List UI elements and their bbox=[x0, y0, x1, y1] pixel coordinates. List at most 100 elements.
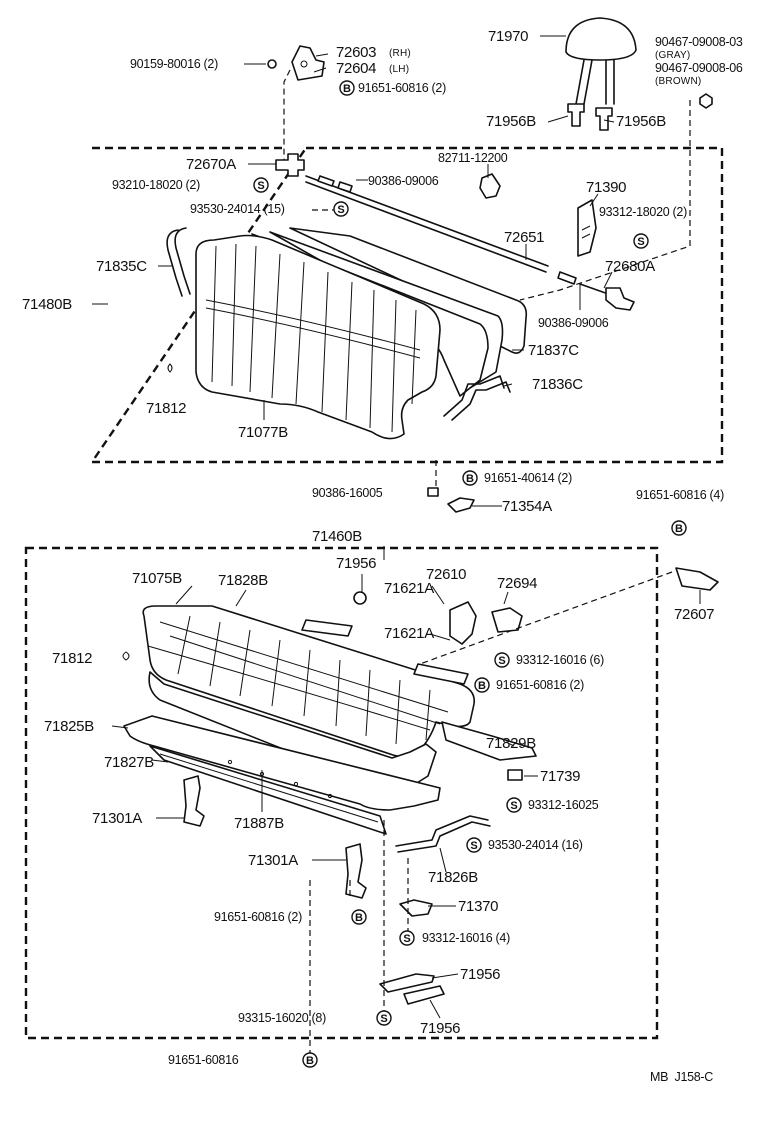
label-72603: 72603 bbox=[336, 44, 376, 61]
screw-symbol-93210: S bbox=[253, 177, 269, 193]
rail-71829B bbox=[441, 721, 537, 761]
label-71956B-right: 71956B bbox=[616, 113, 666, 130]
screw-symbol-93312-16025: S bbox=[506, 797, 522, 813]
label-71829B: 71829B bbox=[486, 735, 536, 752]
connector-lines bbox=[283, 69, 691, 1060]
label-71837C: 71837C bbox=[528, 342, 579, 359]
svg-text:S: S bbox=[337, 204, 344, 216]
label-90386-09006-a: 90386-09006 bbox=[368, 174, 439, 188]
label-72651: 72651 bbox=[504, 229, 544, 246]
screw-symbol-93312-18020: S bbox=[633, 233, 649, 249]
cushion-cover-71075B bbox=[142, 605, 476, 758]
svg-text:B: B bbox=[466, 473, 474, 485]
label-93312-16016-6: 93312-16016 (6) bbox=[516, 653, 604, 667]
side-bracket-71836C bbox=[443, 375, 511, 421]
label-93530-15: 93530-24014 (15) bbox=[190, 202, 285, 216]
clip-90159 bbox=[267, 59, 277, 69]
label-71480B: 71480B bbox=[22, 296, 72, 313]
svg-text:S: S bbox=[257, 180, 264, 192]
label-93530-16: 93530-24014 (16) bbox=[488, 838, 583, 852]
seatback-cover-71077B bbox=[195, 234, 441, 440]
seatback-frame-71835C bbox=[166, 227, 191, 297]
label-71970: 71970 bbox=[488, 28, 528, 45]
label-91651-608-bottom: 91651-60816 bbox=[168, 1053, 239, 1067]
lock-72680A bbox=[557, 271, 635, 311]
svg-text:S: S bbox=[498, 655, 505, 667]
bolt-symbol-91651-low: B bbox=[351, 909, 367, 925]
latch-72694 bbox=[491, 607, 523, 633]
svg-text:B: B bbox=[343, 83, 351, 95]
label-71956B-left: 71956B bbox=[486, 113, 536, 130]
lock-rod-72651 bbox=[305, 175, 549, 273]
label-72670A: 72670A bbox=[186, 156, 236, 173]
bolt-symbol-91651-bottom: B bbox=[302, 1052, 318, 1068]
headrest-grommet-90467 bbox=[699, 93, 713, 109]
bolt-symbol-91651-40614: B bbox=[462, 470, 478, 486]
label-91651-608-top: 91651-60816 (2) bbox=[358, 81, 446, 95]
seatback-pad-71837C bbox=[251, 227, 528, 397]
label-82711: 82711-12200 bbox=[438, 151, 508, 165]
label-90467-06: 90467-09008-06 bbox=[655, 61, 743, 75]
label-71827B: 71827B bbox=[104, 754, 154, 771]
label-71826B: 71826B bbox=[428, 869, 478, 886]
label-72604: 72604 bbox=[336, 60, 376, 77]
cushion-strip-71621A-b bbox=[413, 663, 469, 685]
svg-text:S: S bbox=[510, 800, 517, 812]
bolt-symbol-91651-mid: B bbox=[474, 677, 490, 693]
svg-text:B: B bbox=[478, 680, 486, 692]
label-71956-top: 71956 bbox=[336, 555, 376, 572]
svg-text:B: B bbox=[355, 912, 363, 924]
label-72603-note: (RH) bbox=[389, 48, 411, 59]
label-71956-low1: 71956 bbox=[460, 966, 500, 983]
screw-symbol-93312-16016-4: S bbox=[399, 930, 415, 946]
svg-text:B: B bbox=[306, 1055, 314, 1067]
label-71077B: 71077B bbox=[238, 424, 288, 441]
svg-text:B: B bbox=[675, 523, 683, 535]
bolt-symbol-91651-top: B bbox=[339, 80, 355, 96]
seat-cushion-assembly-box bbox=[24, 546, 659, 1040]
label-90467-03-note: (GRAY) bbox=[655, 50, 690, 61]
label-72604-note: (LH) bbox=[389, 64, 409, 75]
label-72607: 72607 bbox=[674, 606, 714, 623]
diagram-code: MB J158-C bbox=[650, 1070, 713, 1084]
bracket-82711 bbox=[479, 173, 501, 199]
label-71739: 71739 bbox=[540, 768, 580, 785]
headrest-support-71956B-left bbox=[567, 103, 585, 127]
latch-71370 bbox=[399, 899, 433, 917]
label-72610: 72610 bbox=[426, 566, 466, 583]
screw-symbol-93530-16: S bbox=[466, 837, 482, 853]
screw-symbol-93530-15: S bbox=[333, 201, 349, 217]
label-93312-16016-4: 93312-16016 (4) bbox=[422, 931, 510, 945]
cushion-frame-71825B bbox=[123, 715, 441, 811]
label-71370: 71370 bbox=[458, 898, 498, 915]
label-71887B: 71887B bbox=[234, 815, 284, 832]
label-71835C: 71835C bbox=[96, 258, 147, 275]
lock-bracket-71390 bbox=[577, 199, 597, 257]
hinge-plug-71812-bottom bbox=[122, 651, 130, 661]
label-71621A-a: 71621A bbox=[384, 580, 434, 597]
label-71956-low2: 71956 bbox=[420, 1020, 460, 1037]
label-91651-608-mid: 91651-60816 (2) bbox=[496, 678, 584, 692]
label-90386-09006-b: 90386-09006 bbox=[538, 316, 609, 330]
label-93312-18020: 93312-18020 (2) bbox=[599, 205, 687, 219]
label-72694: 72694 bbox=[497, 575, 537, 592]
label-71812-bottom: 71812 bbox=[52, 650, 92, 667]
hinge-plug-71812-top bbox=[167, 363, 173, 373]
headrest-71970 bbox=[565, 17, 637, 105]
clip-71739 bbox=[507, 769, 523, 781]
label-93315: 93315-16020 (8) bbox=[238, 1011, 326, 1025]
label-90386-16005: 90386-16005 bbox=[312, 486, 383, 500]
label-93312-16025: 93312-16025 bbox=[528, 798, 599, 812]
lock-handle-72603 bbox=[291, 45, 325, 81]
pin-90386-16005 bbox=[427, 487, 439, 497]
bracket-71956-a bbox=[379, 973, 435, 993]
label-90467-06-note: (BROWN) bbox=[655, 76, 701, 87]
label-91651-608-4: 91651-60816 (4) bbox=[636, 488, 724, 502]
bolt-71956-top bbox=[353, 591, 367, 605]
label-71301A-mid: 71301A bbox=[248, 852, 298, 869]
screw-symbol-93312-16016-6: S bbox=[494, 652, 510, 668]
bolt-symbol-91651-4: B bbox=[671, 520, 687, 536]
label-71825B: 71825B bbox=[44, 718, 94, 735]
label-71354A: 71354A bbox=[502, 498, 552, 515]
